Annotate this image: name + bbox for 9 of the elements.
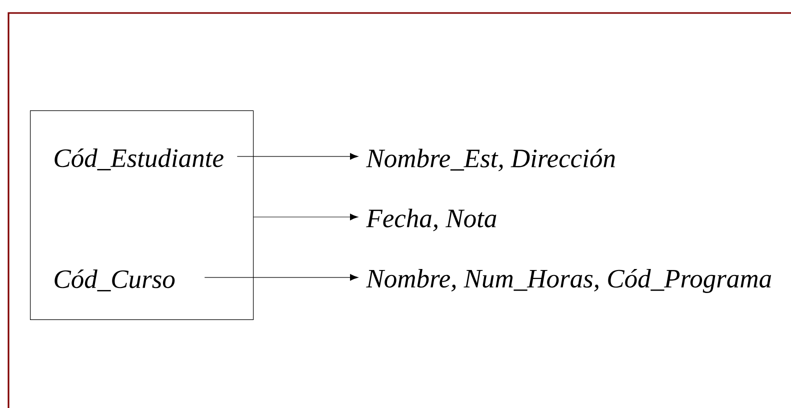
arrow	[204, 274, 358, 281]
attribute-text: Fecha, Nota	[366, 208, 496, 232]
attribute-text: Cód_Curso	[54, 269, 175, 292]
outline-box	[30, 110, 254, 320]
attribute-text: Nombre_Est, Dirección	[366, 148, 615, 172]
attribute-text: Nombre, Num_Horas, Cód_Programa	[366, 268, 772, 294]
arrow	[253, 214, 358, 220]
attribute-text: Cód_Estudiante	[54, 148, 224, 170]
arrow	[236, 153, 358, 160]
